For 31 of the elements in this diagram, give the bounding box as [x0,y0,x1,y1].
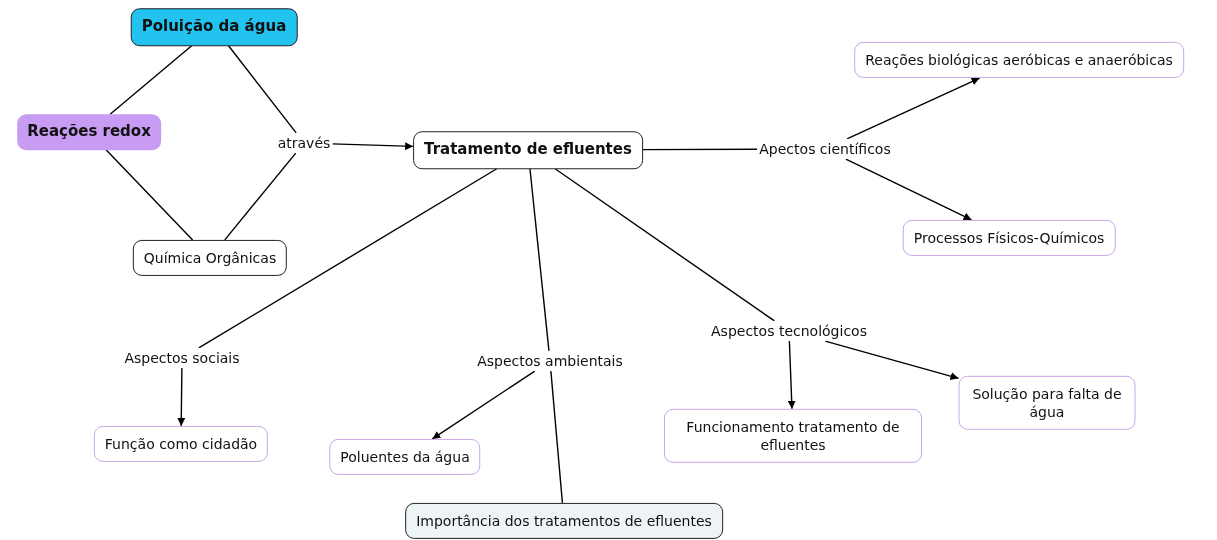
concept-box: Solução para falta de água [958,375,1136,431]
connector-line [105,149,194,241]
arrow [177,367,186,427]
concept-box: Funcionamento tratamento de efluentes [664,408,922,464]
concept-box: Reações biológicas aeróbicas e anaeróbicas [854,41,1184,79]
concept-box: Importância dos tratamentos de efluentes [405,502,723,540]
concept-box: Processos Físicos-Químicos [902,219,1116,257]
connector-line [227,45,297,134]
arrow [824,340,960,380]
concept-box: Reações redox [17,114,161,150]
connector-line [554,168,776,322]
connector-line [224,152,297,241]
arrow [787,340,796,410]
concept-box: Poluentes da água [329,438,481,476]
arrow [845,158,973,221]
concept-box: Poluição da água [130,8,298,46]
connector-line [109,45,193,115]
arrow [431,370,536,440]
connector-line [529,168,550,352]
linking-phrase: Apectos científicos [757,138,893,160]
connector-line [198,168,498,349]
concept-box: Química Orgânicas [132,239,288,277]
concept-box: Função como cidadão [93,425,269,463]
linking-phrase: Aspectos tecnológicos [709,320,869,342]
connector-line [642,148,758,151]
connector-line [550,370,564,504]
arrow [331,142,414,151]
linking-phrase: Aspectos sociais [122,347,242,369]
arrow [846,77,981,140]
concept-box: Tratamento de efluentes [413,131,643,169]
linking-phrase: através [275,132,333,154]
